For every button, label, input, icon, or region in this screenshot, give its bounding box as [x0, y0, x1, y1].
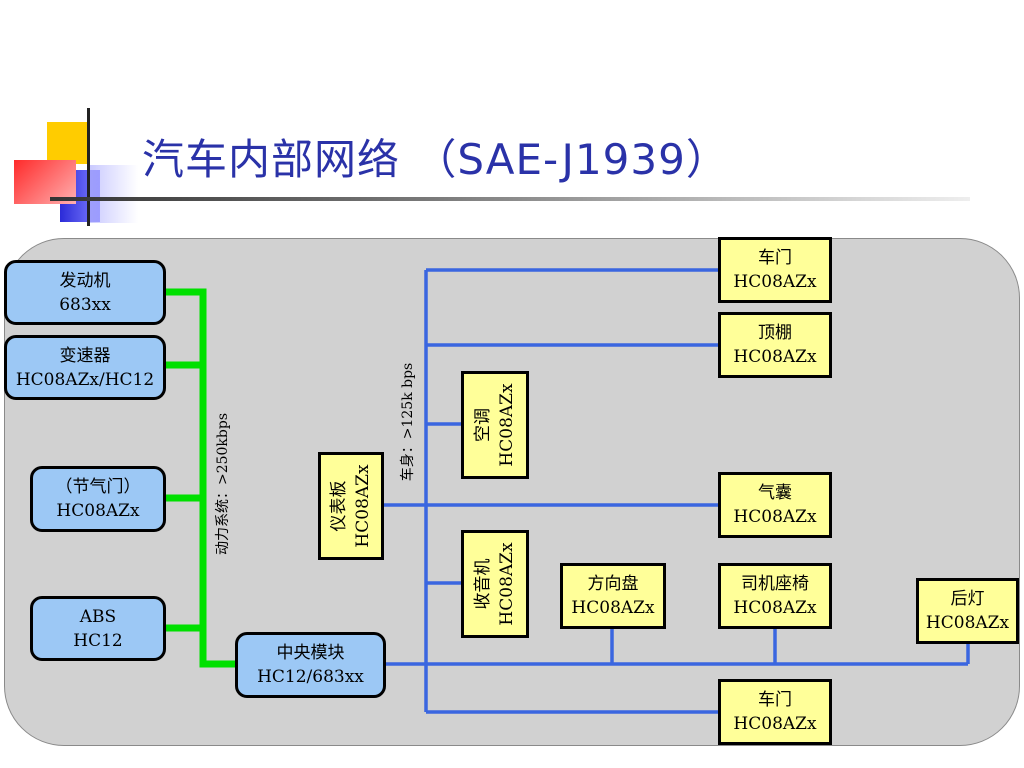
door-top-chip: HC08AZx	[733, 272, 817, 292]
abs-chip: HC12	[73, 630, 123, 651]
door-top-node: 车门 HC08AZx	[718, 237, 832, 303]
steering-chip: HC08AZx	[571, 598, 655, 618]
roof-name: 顶棚	[758, 323, 792, 343]
central-name: 中央模块	[276, 643, 345, 663]
airbag-chip: HC08AZx	[733, 507, 817, 527]
dashboard-node: 仪表板 HC08AZx	[318, 452, 384, 560]
seat-chip: HC08AZx	[733, 598, 817, 618]
transmission-ecu: 变速器 HC08AZx/HC12	[4, 335, 166, 400]
powertrain-bus	[161, 288, 241, 668]
abs-name: ABS	[79, 606, 117, 627]
powertrain-bus-label: 动力系统：>250kbps	[215, 412, 231, 556]
throttle-chip: HC08AZx	[56, 501, 140, 521]
aircon-chip: HC08AZx	[497, 383, 517, 467]
aircon-name: 空调	[473, 408, 493, 443]
dashboard-chip: HC08AZx	[353, 464, 373, 548]
throttle-ecu: （节气门） HC08AZx	[30, 466, 166, 532]
engine-name: 发动机	[59, 270, 111, 291]
airbag-name: 气囊	[758, 483, 792, 503]
radio-chip: HC08AZx	[497, 542, 517, 626]
throttle-name: （节气门）	[55, 477, 141, 497]
dashboard-name: 仪表板	[329, 480, 349, 532]
central-module: 中央模块 HC12/683xx	[235, 632, 386, 698]
steering-node: 方向盘 HC08AZx	[560, 563, 666, 629]
taillight-chip: HC08AZx	[925, 613, 1010, 633]
page-title: 汽车内部网络 （SAE-J1939）	[142, 135, 729, 184]
engine-chip: 683xx	[59, 294, 111, 315]
diagram-background	[4, 238, 1020, 746]
door-top-name: 车门	[758, 248, 792, 268]
taillight-name: 后灯	[950, 589, 985, 609]
radio-name: 收音机	[473, 558, 493, 610]
transmission-name: 变速器	[59, 345, 111, 366]
airbag-node: 气囊 HC08AZx	[718, 472, 832, 538]
seat-node: 司机座椅 HC08AZx	[718, 563, 832, 629]
central-chip: HC12/683xx	[257, 667, 364, 687]
body-bus-label: 车身：>125k bps	[400, 362, 416, 482]
taillight-node: 后灯 HC08AZx	[916, 578, 1019, 644]
title-underline	[50, 197, 970, 201]
logo-vertical-line	[87, 108, 90, 226]
abs-ecu: ABS HC12	[30, 596, 166, 661]
door-bottom-name: 车门	[758, 690, 792, 710]
roof-chip: HC08AZx	[733, 347, 817, 367]
transmission-chip: HC08AZx/HC12	[15, 369, 155, 390]
roof-node: 顶棚 HC08AZx	[718, 312, 832, 378]
logo-red-square	[14, 160, 76, 204]
door-bottom-chip: HC08AZx	[733, 714, 817, 734]
radio-node: 收音机 HC08AZx	[461, 530, 529, 638]
engine-ecu: 发动机 683xx	[4, 260, 166, 325]
aircon-node: 空调 HC08AZx	[461, 371, 529, 479]
seat-name: 司机座椅	[741, 574, 809, 594]
logo-yellow-square	[47, 122, 87, 164]
body-bus	[384, 268, 970, 714]
steering-name: 方向盘	[587, 574, 639, 594]
logo-fade	[90, 165, 138, 223]
door-bottom-node: 车门 HC08AZx	[718, 679, 832, 745]
